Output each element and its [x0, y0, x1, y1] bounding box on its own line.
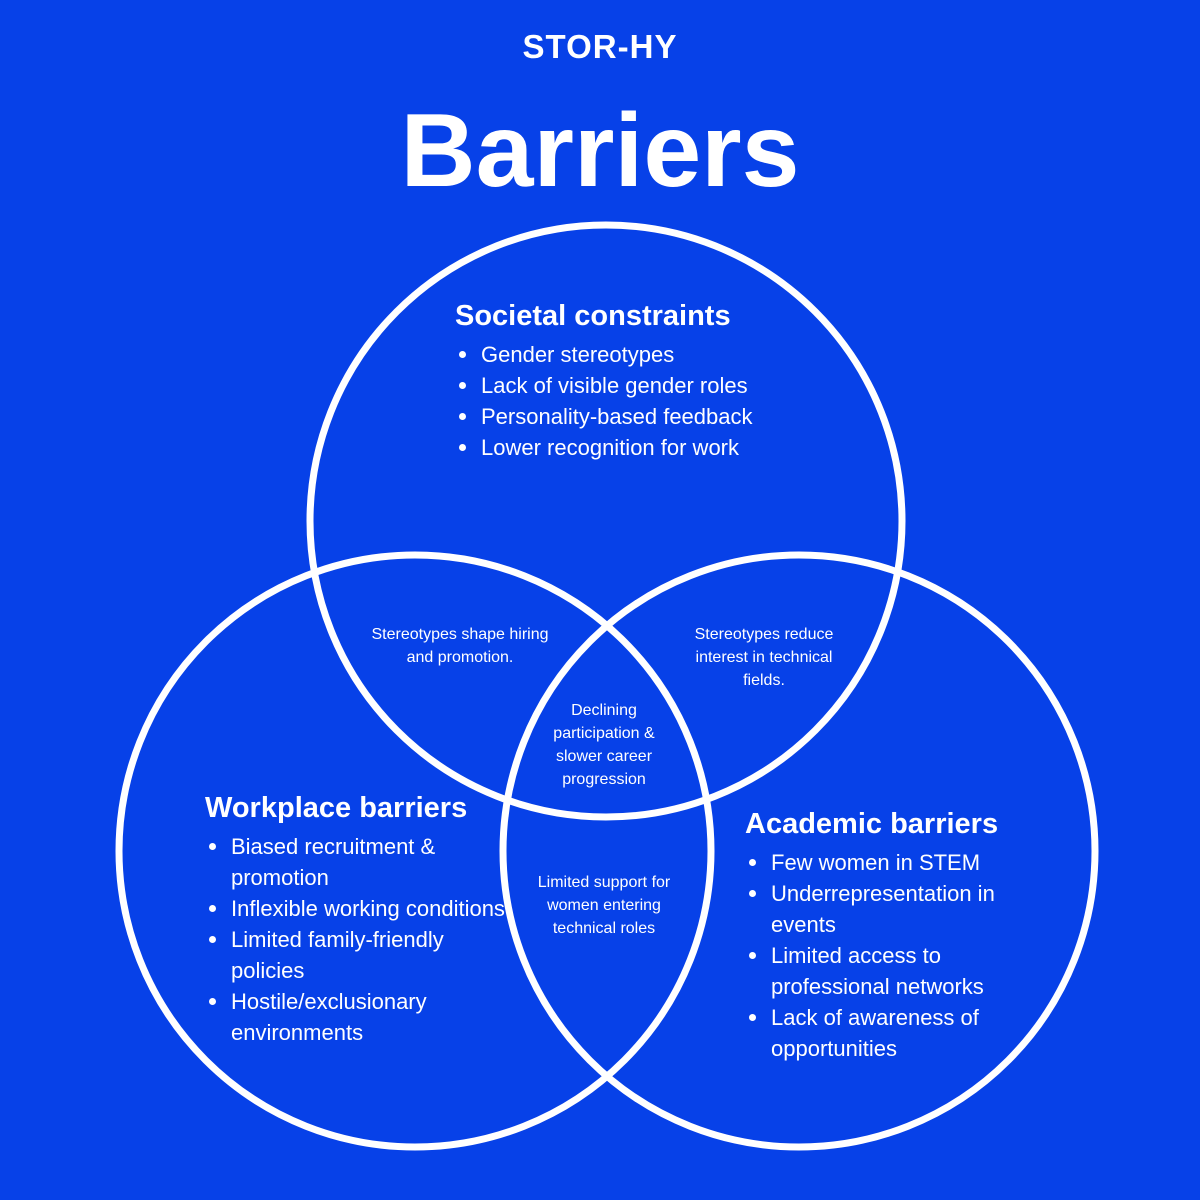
list-item: Lack of awareness of opportunities [745, 1002, 1045, 1064]
academic-barriers-list: Few women in STEM Underrepresentation in… [745, 847, 1045, 1064]
list-item: Few women in STEM [745, 847, 1045, 878]
societal-constraints-section: Societal constraints Gender stereotypes … [455, 300, 775, 463]
list-item: Personality-based feedback [455, 401, 775, 432]
societal-constraints-heading: Societal constraints [455, 300, 731, 332]
page-title: Barriers [400, 93, 800, 209]
overlap-societal-workplace: Stereotypes shape hiring and promotion. [371, 626, 549, 666]
brand-logo: STOR-HY [522, 28, 678, 65]
academic-barriers-heading: Academic barriers [745, 808, 999, 840]
workplace-barriers-section: Workplace barriers Biased recruitment & … [205, 792, 505, 1048]
list-item: Biased recruitment & promotion [205, 831, 505, 893]
overlap-societal-academic: Stereotypes reduce interest in technical… [694, 626, 834, 689]
circle-academic-barriers [499, 551, 1099, 1151]
circle-workplace-barriers [115, 551, 715, 1151]
circle-societal-constraints [306, 221, 906, 821]
list-item: Inflexible working conditions [205, 893, 505, 924]
societal-constraints-list: Gender stereotypes Lack of visible gende… [455, 339, 775, 463]
list-item: Limited access to professional networks [745, 940, 1045, 1002]
list-item: Lack of visible gender roles [455, 370, 775, 401]
list-item: Hostile/exclusionary environments [205, 986, 505, 1048]
list-item: Gender stereotypes [455, 339, 775, 370]
overlap-workplace-academic: Limited support for women entering techn… [537, 874, 671, 937]
academic-barriers-section: Academic barriers Few women in STEM Unde… [745, 808, 1045, 1064]
list-item: Limited family-friendly policies [205, 924, 505, 986]
overlap-center: Declining participation & slower career … [553, 702, 655, 788]
workplace-barriers-heading: Workplace barriers [205, 792, 468, 824]
list-item: Underrepresentation in events [745, 878, 1045, 940]
list-item: Lower recognition for work [455, 432, 775, 463]
workplace-barriers-list: Biased recruitment & promotion Inflexibl… [205, 831, 505, 1048]
